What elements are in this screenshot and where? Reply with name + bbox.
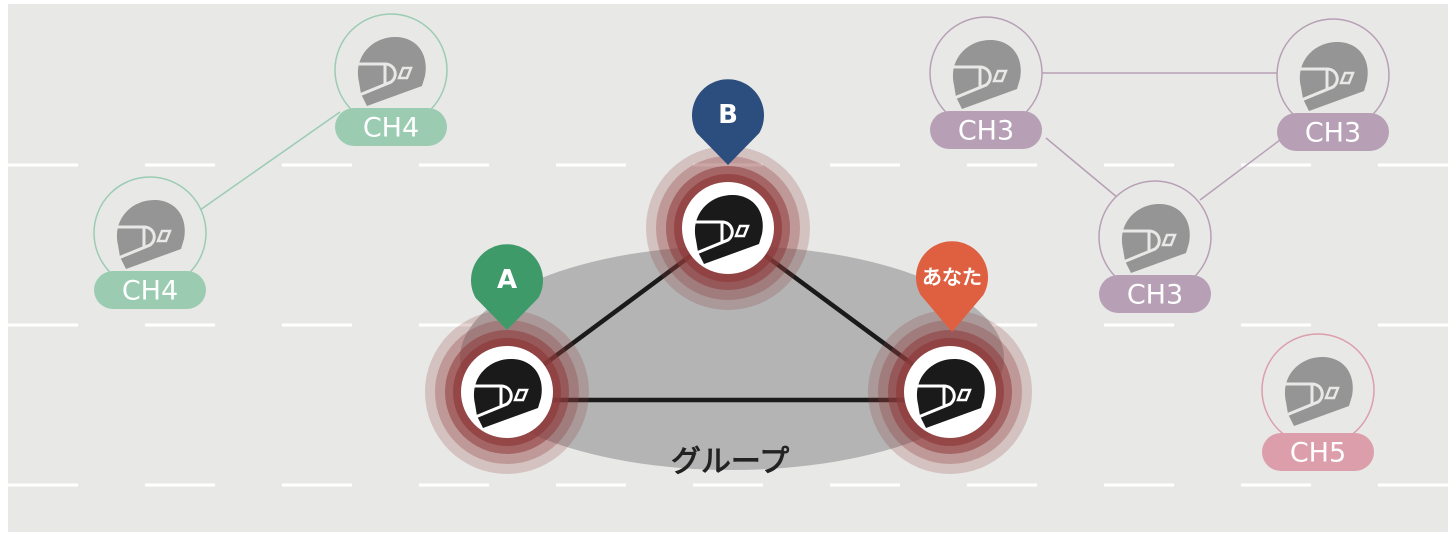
channel-label: CH4 [122,276,178,307]
lane-markings [8,163,1448,487]
map-pin-icon [691,79,764,165]
pin-label: B [718,100,738,130]
pin-label: A [497,265,517,295]
group-member-you[interactable]: あなた [868,241,1032,474]
ch3-links [1042,72,1281,201]
channel-node-ch3[interactable]: CH3 [1276,18,1390,151]
group-member-a[interactable]: A [425,244,589,474]
channel-label: CH4 [363,113,419,144]
channel-node-ch3[interactable]: CH3 [1098,180,1212,313]
channel-label: CH5 [1290,438,1346,469]
channel-label: CH3 [1305,118,1361,149]
channel-node-ch4[interactable]: CH4 [334,13,448,146]
group-area [460,246,1004,470]
ch4-link [199,111,341,211]
channel-node-ch5[interactable]: CH5 [1261,333,1375,471]
group-member-b[interactable]: B [646,79,810,310]
map-pin-icon [916,241,988,332]
channel-node-ch3[interactable]: CH3 [929,16,1043,149]
map-pin-icon [471,244,543,330]
channel-node-ch4[interactable]: CH4 [93,176,207,309]
group-label: グループ [671,445,790,480]
pin-label: あなた [922,265,982,289]
channel-label: CH3 [958,116,1014,147]
channel-label: CH3 [1127,280,1183,311]
